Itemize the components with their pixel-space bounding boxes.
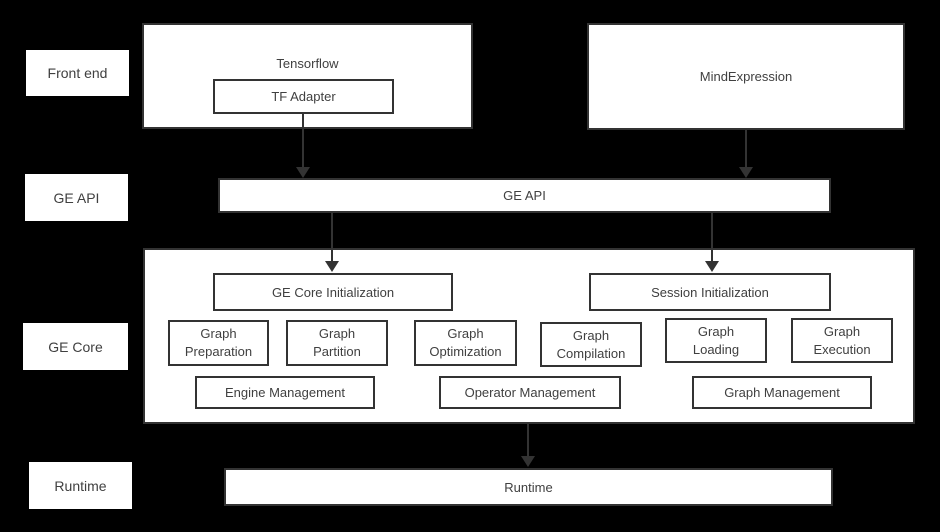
tf-adapter-box: TF Adapter xyxy=(213,79,394,114)
row-label-runtime: Runtime xyxy=(29,462,132,509)
session-initialization-box: Session Initialization xyxy=(589,273,831,311)
arrow-shaft xyxy=(711,213,713,262)
graph-loading-box: Graph Loading xyxy=(665,318,767,363)
engine-management-box: Engine Management xyxy=(195,376,375,409)
arrow-head-icon xyxy=(325,261,339,272)
arrow-ge-core-to-runtime xyxy=(521,424,535,467)
runtime-bar: Runtime xyxy=(224,468,833,506)
arrow-shaft xyxy=(745,130,747,168)
tensorflow-label: Tensorflow xyxy=(276,56,339,71)
arrow-head-icon xyxy=(739,167,753,178)
graph-management-box: Graph Management xyxy=(692,376,872,409)
graph-partition-box: Graph Partition xyxy=(286,320,388,366)
row-label-ge-core: GE Core xyxy=(23,323,128,370)
ge-core-box: GE Core Initialization Session Initializ… xyxy=(143,248,915,424)
graph-preparation-box: Graph Preparation xyxy=(168,320,269,366)
row-label-front-end: Front end xyxy=(26,50,129,96)
ge-api-bar: GE API xyxy=(218,178,831,213)
tensorflow-box: Tensorflow TF Adapter xyxy=(142,23,473,129)
arrow-head-icon xyxy=(296,167,310,178)
arrow-head-icon xyxy=(705,261,719,272)
mindexpression-box: MindExpression xyxy=(587,23,905,130)
arrow-ge-api-to-ge-core-initialization xyxy=(325,213,339,272)
arrow-shaft xyxy=(331,213,333,262)
arrow-head-icon xyxy=(521,456,535,467)
arrow-tf-adapter-to-ge-api xyxy=(296,114,310,178)
graph-optimization-box: Graph Optimization xyxy=(414,320,517,366)
arrow-mindexpression-to-ge-api xyxy=(739,130,753,178)
graph-compilation-box: Graph Compilation xyxy=(540,322,642,367)
operator-management-box: Operator Management xyxy=(439,376,621,409)
arrow-ge-api-to-session-initialization xyxy=(705,213,719,272)
arrow-shaft xyxy=(527,424,529,457)
row-label-ge-api: GE API xyxy=(25,174,128,221)
ge-core-initialization-box: GE Core Initialization xyxy=(213,273,453,311)
arrow-shaft xyxy=(302,114,304,168)
graph-execution-box: Graph Execution xyxy=(791,318,893,363)
